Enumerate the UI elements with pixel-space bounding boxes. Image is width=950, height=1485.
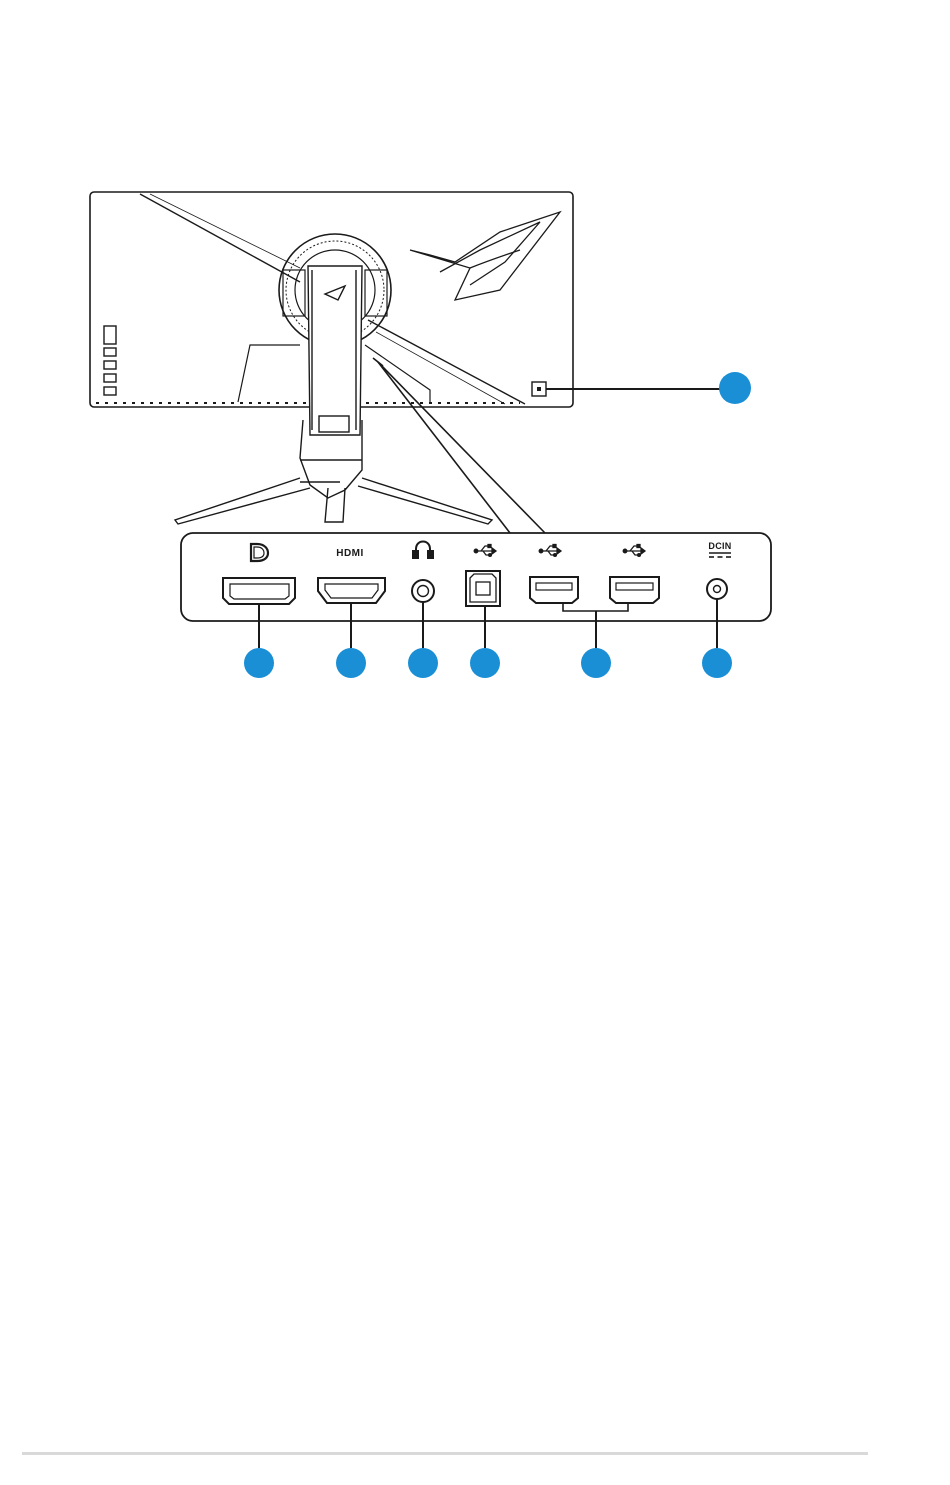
usb-icon	[539, 545, 561, 557]
callout-hdmi-port	[336, 648, 366, 678]
panel-seam-left	[140, 194, 300, 282]
callout-displayport	[244, 648, 274, 678]
callout-dc-in	[702, 648, 732, 678]
panel-seam-right	[368, 320, 525, 404]
dc-in-label: DCIN	[708, 541, 731, 551]
monitor-rear-view	[90, 192, 573, 524]
stand-neck	[308, 266, 362, 435]
displayport-connector	[223, 544, 295, 604]
side-control-buttons	[104, 326, 116, 395]
rog-logo	[410, 212, 560, 300]
usb-icon	[474, 545, 496, 557]
displayport-icon	[251, 544, 268, 561]
io-port-panel: HDMI	[181, 533, 771, 621]
hdmi-label: HDMI	[336, 548, 364, 559]
dc-symbol-icon	[709, 553, 731, 557]
usb-downstream-bracket	[563, 603, 628, 611]
callout-kensington-lock	[719, 372, 751, 404]
dc-in-connector: DCIN	[707, 541, 732, 599]
earphone-jack-connector	[412, 542, 434, 603]
usb-upstream-connector	[466, 545, 500, 607]
hdmi-connector: HDMI	[318, 548, 385, 603]
zoom-leader-lines	[373, 358, 545, 533]
footer-rule	[22, 1452, 868, 1455]
callout-usb-upstream	[470, 648, 500, 678]
callout-usb-downstream	[581, 648, 611, 678]
headphone-icon	[413, 542, 433, 559]
callout-earphone-jack	[408, 648, 438, 678]
usb-downstream-connector-1	[530, 545, 578, 604]
usb-icon	[623, 545, 645, 557]
usb-downstream-connector-2	[610, 545, 659, 604]
